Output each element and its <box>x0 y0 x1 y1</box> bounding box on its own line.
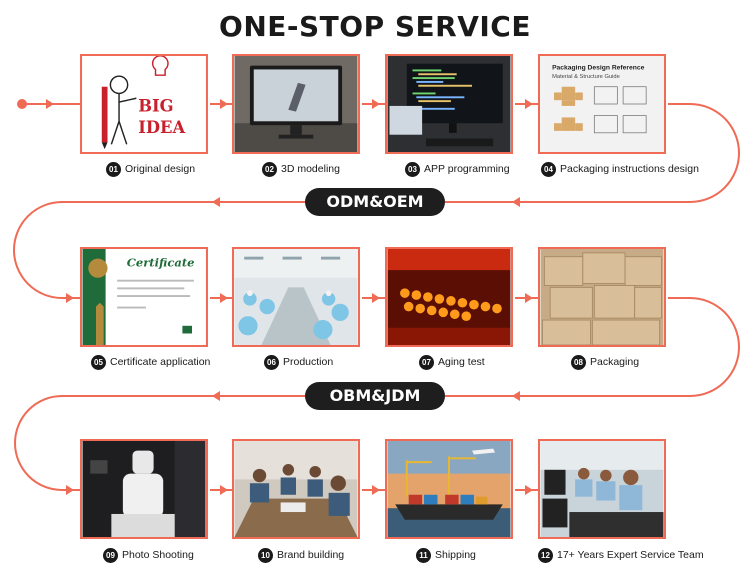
step-number: 07 <box>419 354 434 370</box>
step-label: Aging test <box>438 356 485 368</box>
step-number: 02 <box>262 161 277 177</box>
step-label: APP programming <box>424 163 510 175</box>
step-caption-02: 02 3D modeling <box>262 160 340 178</box>
step-number: 08 <box>571 354 586 370</box>
step-caption-06: 06 Production <box>264 353 333 371</box>
step-number: 06 <box>264 354 279 370</box>
factory-line-photo <box>234 249 358 345</box>
big-text: BIG <box>138 97 173 116</box>
step-caption-05: 05 Certificate application <box>91 353 210 371</box>
idea-text: IDEA <box>138 118 185 137</box>
step-label: Packaging instructions design <box>560 163 699 175</box>
packaging-ref-title: Packaging Design Reference <box>552 64 644 71</box>
step-image-packaging <box>538 247 666 347</box>
stage-odm-oem: ODM&OEM <box>305 188 445 216</box>
step-number: 03 <box>405 161 420 177</box>
step-number: 01 <box>106 161 121 177</box>
cartons-photo <box>540 249 664 345</box>
step-image-photo-shooting <box>80 439 208 539</box>
step-label: Shipping <box>435 549 476 561</box>
step-number: 09 <box>103 547 118 563</box>
dieline-illustration: Packaging Design Reference Material & St… <box>540 56 664 152</box>
step-caption-01: 01 Original design <box>106 160 195 178</box>
step-label: Certificate application <box>110 356 211 368</box>
step-image-aging-test <box>385 247 513 347</box>
certificate-heading: Certificate <box>127 255 195 269</box>
big-idea-illustration: BIG IDEA <box>82 56 206 152</box>
code-screen-photo <box>387 56 511 152</box>
packaging-ref-subtitle: Material & Structure Guide <box>552 74 620 80</box>
step-label: Brand building <box>277 549 345 561</box>
meeting-photo <box>234 441 358 537</box>
step-label: Packaging <box>590 356 640 368</box>
step-number: 10 <box>258 547 273 563</box>
step-number: 04 <box>541 161 556 177</box>
cargo-port-photo <box>387 441 511 537</box>
step-caption-11: 11 Shipping <box>416 546 476 564</box>
step-caption-10: 10 Brand building <box>258 546 344 564</box>
step-image-production <box>232 247 360 347</box>
step-number: 11 <box>416 547 431 563</box>
stage-obm-jdm: OBM&JDM <box>305 382 445 410</box>
step-label: 17+ Years Expert Service Team <box>557 549 704 561</box>
step-image-brand-building <box>232 439 360 539</box>
step-label: 3D modeling <box>281 163 340 175</box>
step-image-original-design: BIG IDEA <box>80 54 208 154</box>
studio-photo <box>82 441 206 537</box>
step-label: Photo Shooting <box>122 549 194 561</box>
step-image-3d-modeling <box>232 54 360 154</box>
monitor-photo <box>234 56 358 152</box>
step-caption-04: 04 Packaging instructions design <box>541 160 699 178</box>
step-image-packaging-design: Packaging Design Reference Material & St… <box>538 54 666 154</box>
step-caption-07: 07 Aging test <box>419 353 485 371</box>
step-caption-09: 09 Photo Shooting <box>103 546 194 564</box>
step-caption-08: 08 Packaging <box>571 353 639 371</box>
step-image-service-team <box>538 439 666 539</box>
step-image-shipping <box>385 439 513 539</box>
call-center-photo <box>540 441 664 537</box>
aging-rack-photo <box>387 249 511 345</box>
page-title: ONE-STOP SERVICE <box>219 10 531 43</box>
step-caption-03: 03 APP programming <box>405 160 510 178</box>
step-label: Original design <box>125 163 196 175</box>
step-image-app-programming <box>385 54 513 154</box>
step-caption-12: 12 17+ Years Expert Service Team <box>538 546 704 564</box>
step-number: 05 <box>91 354 106 370</box>
step-image-certificate: Certificate <box>80 247 208 347</box>
step-number: 12 <box>538 547 553 563</box>
step-label: Production <box>283 356 334 368</box>
certificate-illustration: Certificate <box>82 249 206 345</box>
